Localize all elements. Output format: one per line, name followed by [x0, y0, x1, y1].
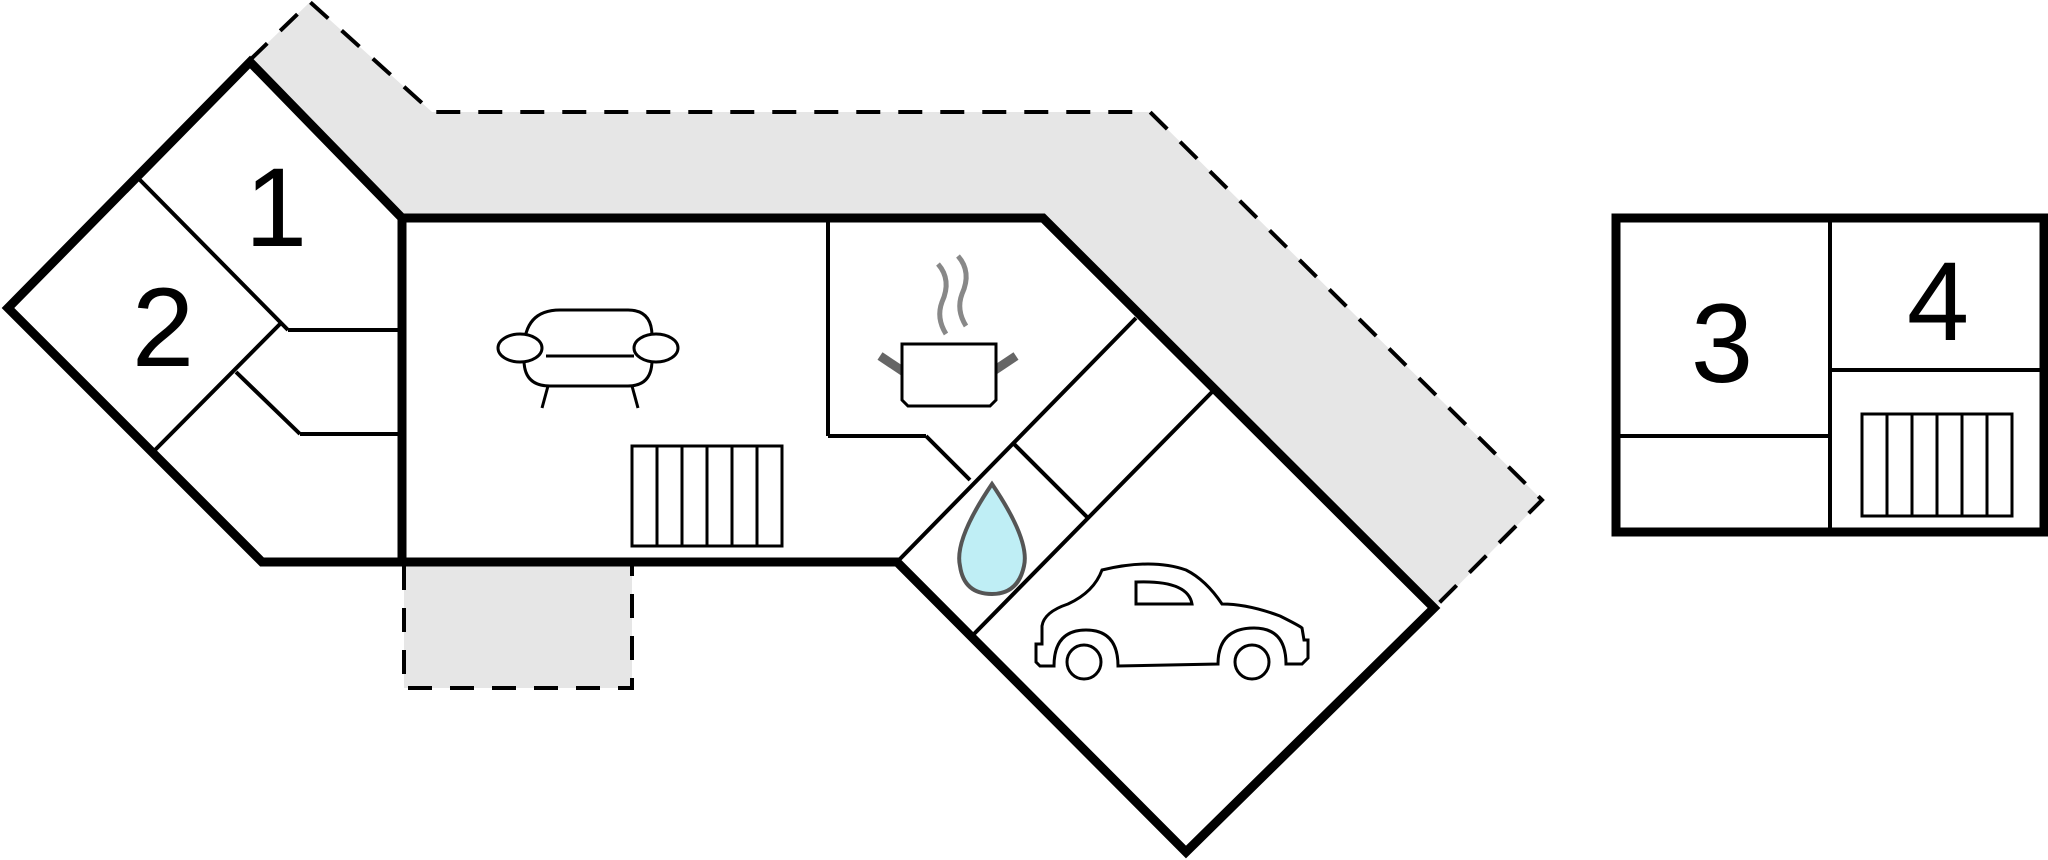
room-label-4: 4: [1907, 239, 1969, 364]
annex-staircase-icon: [1860, 412, 2014, 518]
water-drop-icon: [957, 480, 1027, 597]
car-icon: [1034, 562, 1310, 681]
room-label-2: 2: [132, 265, 194, 390]
sofa-icon: [496, 308, 680, 409]
terrace-bottom: [404, 562, 632, 688]
room-label-1: 1: [245, 145, 307, 270]
interior-walls: [138, 178, 1214, 638]
cooking-pot-icon: [877, 254, 1019, 408]
exterior-walls: [1, 55, 1441, 859]
terrace-areas: [250, 2, 1542, 688]
room-label-3: 3: [1691, 281, 1753, 406]
staircase-icon: [630, 444, 784, 548]
terrace-outline: [248, 0, 1545, 690]
terrace-top: [250, 2, 1542, 610]
